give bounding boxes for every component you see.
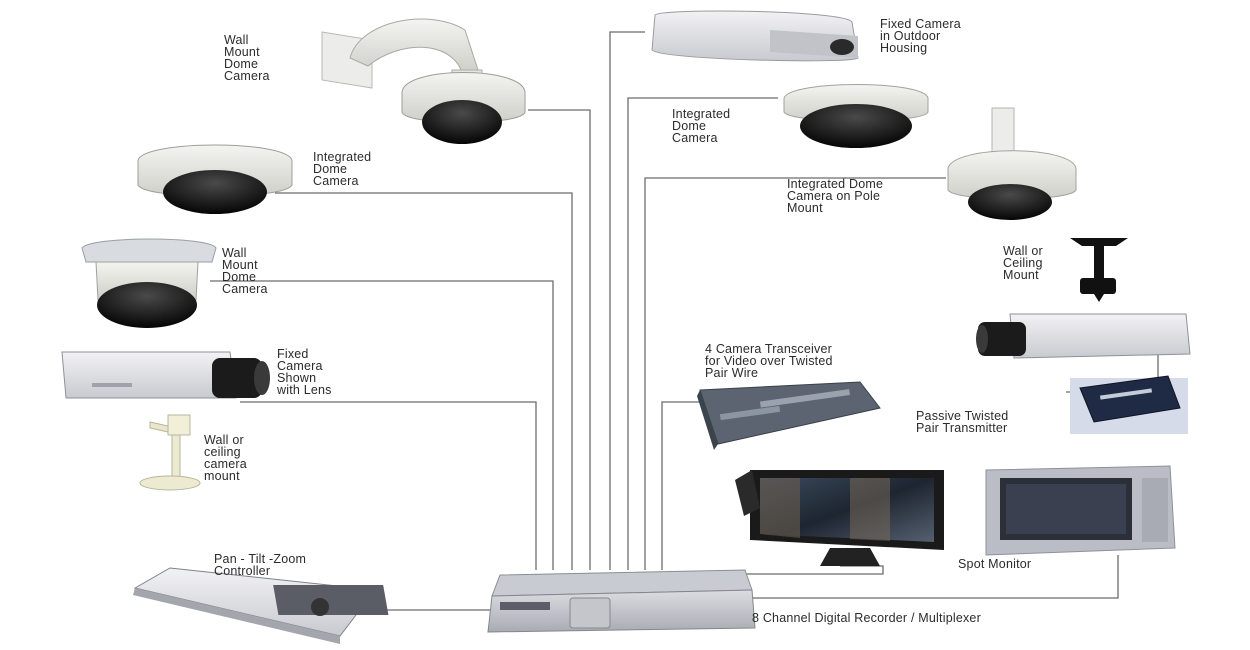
integrated-dome-camera-icon xyxy=(137,144,293,214)
outdoor-camera-label: Fixed Camera in Outdoor Housing xyxy=(880,17,961,55)
wall-mount-dome-label: Wall Mount Dome Camera xyxy=(224,33,270,83)
wall-mount-dome-camera-icon xyxy=(81,238,217,328)
lcd-monitor-icon xyxy=(735,470,944,566)
transceiver-icon xyxy=(697,381,881,450)
spot-monitor-label: Spot Monitor xyxy=(958,557,1032,571)
fixed-camera-icon xyxy=(976,313,1191,359)
wall-mount-dome-camera-icon xyxy=(321,18,526,144)
outdoor-housing-camera-icon xyxy=(651,10,859,62)
ceiling-mount-label: Wall or Ceiling Mount xyxy=(1003,244,1043,282)
integrated-dome-label: Integrated Dome Camera xyxy=(313,150,372,188)
integrated-dome-label: Integrated Dome Camera xyxy=(672,107,731,145)
ptz-controller-label: Pan - Tilt -Zoom Controller xyxy=(214,552,307,578)
fixed-camera-label: Fixed Camera Shown with Lens xyxy=(277,347,332,397)
pole-mount-dome-camera-icon xyxy=(947,107,1077,220)
passive-transmitter-icon xyxy=(1070,375,1188,434)
wall-mount-dome-label: Wall Mount Dome Camera xyxy=(222,246,268,296)
fixed-camera-icon xyxy=(61,351,270,399)
wall-mount-icon xyxy=(139,414,201,491)
wall-mount-label: Wall or ceiling camera mount xyxy=(204,433,247,483)
crt-monitor-icon xyxy=(985,465,1176,556)
transceiver-label: 4 Camera Transceiver for Video over Twis… xyxy=(705,342,833,380)
ceiling-mount-icon xyxy=(1070,238,1128,302)
integrated-dome-camera-icon xyxy=(783,84,929,148)
recorder-label: 8 Channel Digital Recorder / Multiplexer xyxy=(752,611,981,625)
digital-recorder-icon xyxy=(487,569,756,633)
passive-transmitter-label: Passive Twisted Pair Transmitter xyxy=(916,409,1009,435)
pole-dome-label: Integrated Dome Camera on Pole Mount xyxy=(787,177,884,215)
ptz-controller-icon xyxy=(133,567,389,644)
